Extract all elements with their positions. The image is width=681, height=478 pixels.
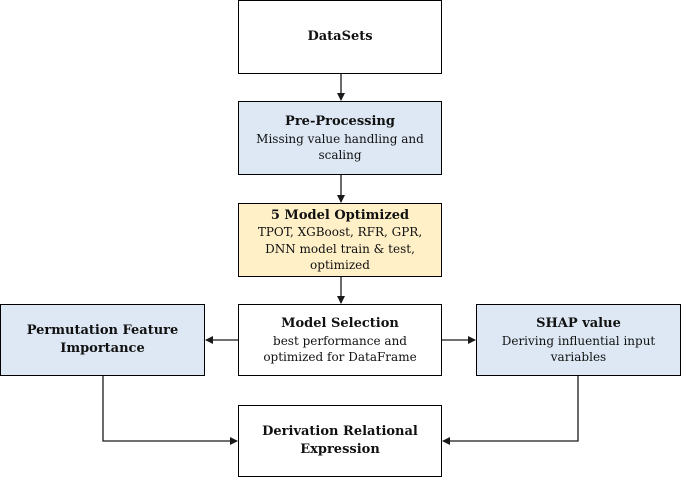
derivation-node: Derivation Relational Expression — [238, 405, 442, 477]
model-optimized-node: 5 Model Optimized TPOT, XGBoost, RFR, GP… — [238, 203, 442, 277]
model-selection-node: Model Selection best performance and opt… — [238, 304, 442, 376]
derivation-title: Derivation Relational Expression — [262, 424, 418, 457]
datasets-node: DataSets — [238, 0, 442, 74]
shap-title: SHAP value — [536, 316, 621, 332]
model-selection-title: Model Selection — [281, 316, 399, 332]
permutation-node: Permutation Feature Importance — [0, 304, 205, 376]
edge-permutation-to-derivation — [102, 376, 238, 445]
model-selection-description: best performance and optimized for DataF… — [263, 333, 417, 364]
model-optimized-title: 5 Model Optimized — [270, 207, 410, 223]
preprocessing-title: Pre-Processing — [285, 114, 395, 130]
edge-shap-to-derivation — [442, 376, 579, 445]
permutation-title: Permutation Feature Importance — [26, 323, 179, 356]
datasets-title: DataSets — [307, 29, 373, 45]
preprocessing-node: Pre-Processing Missing value handling an… — [238, 101, 442, 175]
preprocessing-description: Missing value handling and scaling — [256, 131, 424, 162]
shap-node: SHAP value Deriving influential input va… — [476, 304, 681, 376]
shap-description: Deriving influential input variables — [501, 333, 656, 364]
model-optimized-description: TPOT, XGBoost, RFR, GPR, DNN model train… — [257, 225, 423, 272]
